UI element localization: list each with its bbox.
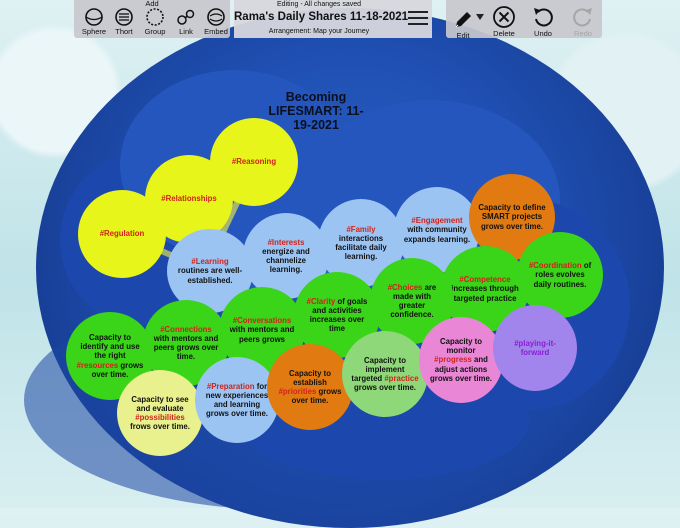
link-button[interactable]: Link xyxy=(166,4,206,36)
add-toolbar: Add Sphere Thort Group Link Embed xyxy=(74,0,230,38)
bubble-text: interactions facilitate daily learning. xyxy=(335,233,387,262)
bubble-tag: #priorities xyxy=(278,387,317,396)
bubble-tag: #playing-it-forward xyxy=(514,338,556,357)
map-title[interactable]: Rama's Daily Shares 11-18-2021 xyxy=(234,11,409,23)
chevron-down-icon[interactable] xyxy=(476,13,484,21)
bubble-regulation[interactable]: #Regulation xyxy=(78,190,166,278)
undo-button[interactable]: Undo xyxy=(523,2,563,38)
bubble-text: Capacity to implement targeted xyxy=(351,355,407,383)
bubble-text: of roles evolves daily routines. xyxy=(533,261,592,289)
undo-icon xyxy=(534,8,553,27)
bubble-tag: #Conversations xyxy=(232,316,292,326)
undo-label: Undo xyxy=(534,29,552,38)
bubble-tag: #Preparation xyxy=(206,381,255,391)
bubble-text: with mentors and peers grows xyxy=(229,325,295,344)
thort-button[interactable]: Thort xyxy=(104,4,144,36)
edit-label: Edit xyxy=(456,31,470,40)
bubble-text: are made with greater confidence. xyxy=(390,282,437,320)
group-label: Group xyxy=(144,27,166,36)
sphere-button[interactable]: Sphere xyxy=(74,4,114,36)
bubble-text: increases through targeted practice xyxy=(451,284,519,303)
redo-label: Redo xyxy=(574,29,592,38)
save-status: Editing - All changes saved xyxy=(276,1,362,8)
bubble-text: frows over time. xyxy=(130,422,190,432)
bubble-text: with community expands learning. xyxy=(403,225,471,244)
bubble-text: grows over time. xyxy=(91,360,144,379)
bubble-text: energize and channelize learning. xyxy=(262,246,310,275)
bubble-text: Capacity to define SMART projects grows … xyxy=(478,203,546,231)
bubble-tag: #Regulation xyxy=(99,229,145,239)
bubble-priorities[interactable]: Capacity to establish #priorities grows … xyxy=(267,344,353,430)
link-icon xyxy=(177,9,195,25)
embed-icon xyxy=(207,8,225,26)
embed-label: Embed xyxy=(204,27,228,36)
bubble-coordination[interactable]: #Coordination of roles evolves daily rou… xyxy=(517,232,603,318)
delete-label: Delete xyxy=(493,29,515,38)
redo-button[interactable]: Redo xyxy=(563,2,603,38)
page-title[interactable]: Becoming LIFESMART: 11-19-2021 xyxy=(268,90,364,133)
bubble-tag: #Relationships xyxy=(161,194,217,204)
bubble-preparation[interactable]: #Preparation for new experiences and lea… xyxy=(195,357,279,443)
arrangement-label[interactable]: Arrangement: Map your Journey xyxy=(268,28,370,35)
thort-label: Thort xyxy=(115,27,133,36)
redo-icon xyxy=(573,8,592,27)
bubble-text: and adjust actions grows over time. xyxy=(430,355,492,383)
map-header: Editing - All changes saved Rama's Daily… xyxy=(234,0,432,38)
bubble-tag: #Connections xyxy=(160,324,212,334)
bubble-tag: #Learning xyxy=(191,257,229,267)
edit-toolbar: Edit Delete Undo Redo xyxy=(443,0,603,40)
add-label: Add xyxy=(145,0,159,8)
bubble-text: of goals and activities increases over t… xyxy=(309,296,368,334)
bubble-progress[interactable]: Capacity to monitor #progress and adjust… xyxy=(419,317,503,403)
bubble-tag: #resources xyxy=(76,360,119,370)
bubble-text: Capacity to establish xyxy=(288,368,332,387)
bubble-text: Capacity to see and evaluate xyxy=(131,394,189,413)
bubble-text: grows over time. xyxy=(291,387,342,406)
bubble-tag: #Choices xyxy=(387,282,423,292)
bubble-tag: #progress xyxy=(434,355,472,365)
pencil-icon xyxy=(455,12,471,28)
bubble-tag: #possibilities xyxy=(135,413,185,422)
bubble-text: Capacity to identify and use the right xyxy=(80,333,140,361)
bubble-text: routines are well-established. xyxy=(177,266,243,285)
bubble-tag: #Interests xyxy=(267,237,305,247)
bubble-tag: #Clarity xyxy=(306,296,336,306)
delete-icon xyxy=(493,6,515,28)
bubble-text: with mentors and peers grows over time. xyxy=(153,333,219,362)
group-icon xyxy=(146,8,164,26)
bubble-practice[interactable]: Capacity to implement targeted #practice… xyxy=(342,331,428,417)
thort-icon xyxy=(115,8,133,26)
bubble-tag: #practice xyxy=(384,374,419,383)
bubble-tag: #Coordination xyxy=(528,261,582,271)
bubble-tag: #Competence xyxy=(459,275,511,285)
delete-button[interactable]: Delete xyxy=(484,2,524,38)
sphere-icon xyxy=(85,8,103,26)
bubble-tag: #Family xyxy=(346,224,376,234)
menu-icon[interactable] xyxy=(408,10,428,26)
bubble-possibilities[interactable]: Capacity to see and evaluate #possibilit… xyxy=(117,370,203,456)
bubble-text: Capacity to monitor xyxy=(439,337,483,356)
bubble-text: for new experiences and learning grows o… xyxy=(205,381,269,419)
bubble-tag: #Engagement xyxy=(411,216,463,226)
edit-button[interactable]: Edit xyxy=(443,6,483,40)
bubble-text: grows over time. xyxy=(354,383,416,393)
sphere-label: Sphere xyxy=(81,27,107,36)
group-button[interactable]: Group xyxy=(135,4,175,36)
link-label: Link xyxy=(179,27,193,36)
bubble-tag: #Reasoning xyxy=(231,157,277,167)
embed-button[interactable]: Embed xyxy=(196,4,236,36)
bubble-playing-it-forward[interactable]: #playing-it-forward xyxy=(493,305,577,391)
